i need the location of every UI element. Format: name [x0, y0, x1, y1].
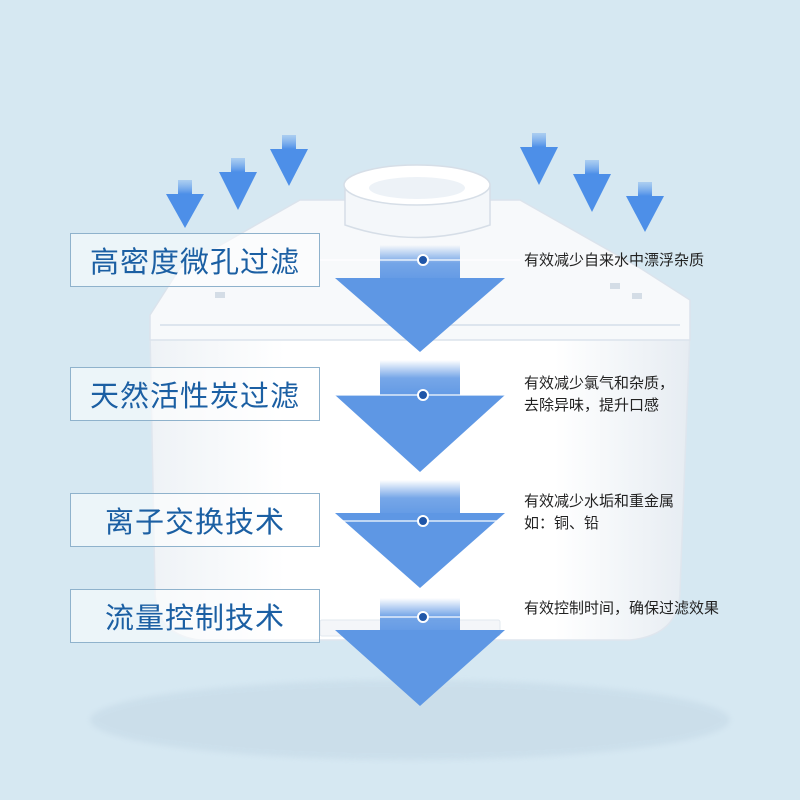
- connectors: [320, 254, 520, 623]
- water-flow-arrow-icon: [270, 135, 308, 186]
- water-flow-arrow-icon: [573, 160, 611, 212]
- flow-arrows: [335, 245, 505, 706]
- layer-2-title: 天然活性炭过滤: [70, 367, 320, 421]
- water-flow-arrow-icon: [166, 180, 204, 228]
- layer-1-title: 高密度微孔过滤: [70, 233, 320, 287]
- layer-3-title: 离子交换技术: [70, 493, 320, 547]
- layer-4-description: 有效控制时间，确保过滤效果: [524, 599, 720, 617]
- layer-1-description: 有效减少自来水中漂浮杂质: [524, 251, 705, 269]
- layer-2-description: 有效减少氯气和杂质， 去除异味，提升口感: [524, 374, 675, 414]
- layer-3-description: 有效减少水垢和重金属 如：铜、铅: [524, 492, 675, 532]
- water-flow-arrow-icon: [335, 245, 505, 352]
- layer-4-title: 流量控制技术: [70, 589, 320, 643]
- water-flow-arrow-icon: [219, 158, 257, 210]
- shadow: [90, 680, 730, 760]
- water-flow-arrows: [166, 133, 664, 232]
- water-flow-arrow-icon: [335, 480, 505, 588]
- water-flow-arrow-icon: [335, 360, 505, 472]
- water-flow-arrow-icon: [626, 182, 664, 232]
- water-flow-arrow-icon: [520, 133, 558, 185]
